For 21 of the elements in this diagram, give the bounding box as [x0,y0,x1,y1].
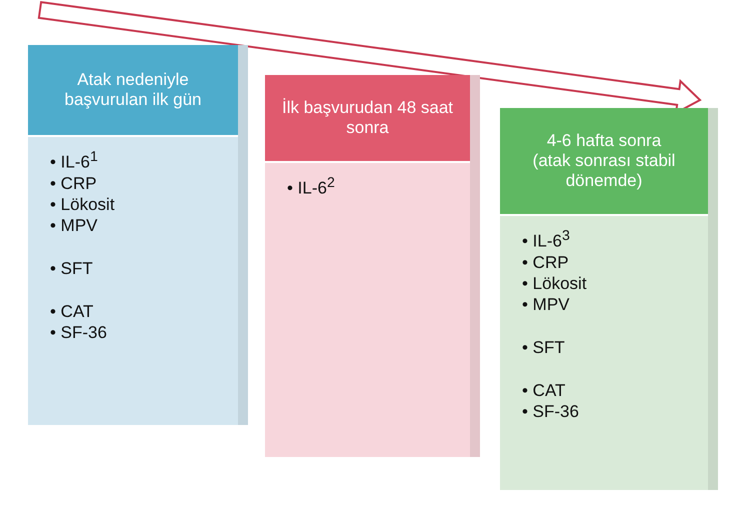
list-item: • CRP [522,252,570,273]
column-header: İlk başvurudan 48 saat sonra [265,75,470,163]
column-card [500,108,718,490]
column-card [265,75,480,457]
list-item: • MPV [50,214,99,236]
list-item: • CAT [522,380,566,401]
list-item: • SF-36 [50,322,108,343]
list-item: • IL-6$^{2}$ [287,174,336,199]
list-item: • SFT [522,336,566,358]
list-item: • Lökosit [522,272,588,294]
list-item: • MPV [522,294,571,315]
list-item: • SFT [50,258,94,279]
list-item: • IL-6$^{3}$ [522,227,571,252]
column-header: Atak nedeniyle başvurulan ilk gün [28,45,238,137]
list-item: • IL-6$^{1}$ [50,148,99,173]
column-card [28,45,248,425]
list-item: • CAT [50,300,94,322]
list-item: • CRP [50,172,98,194]
list-item: • SF-36 [522,400,580,422]
list-item: • Lökosit [50,194,116,215]
column-header: 4-6 hafta sonra (atak sonrası stabil dönemde) [500,108,708,216]
